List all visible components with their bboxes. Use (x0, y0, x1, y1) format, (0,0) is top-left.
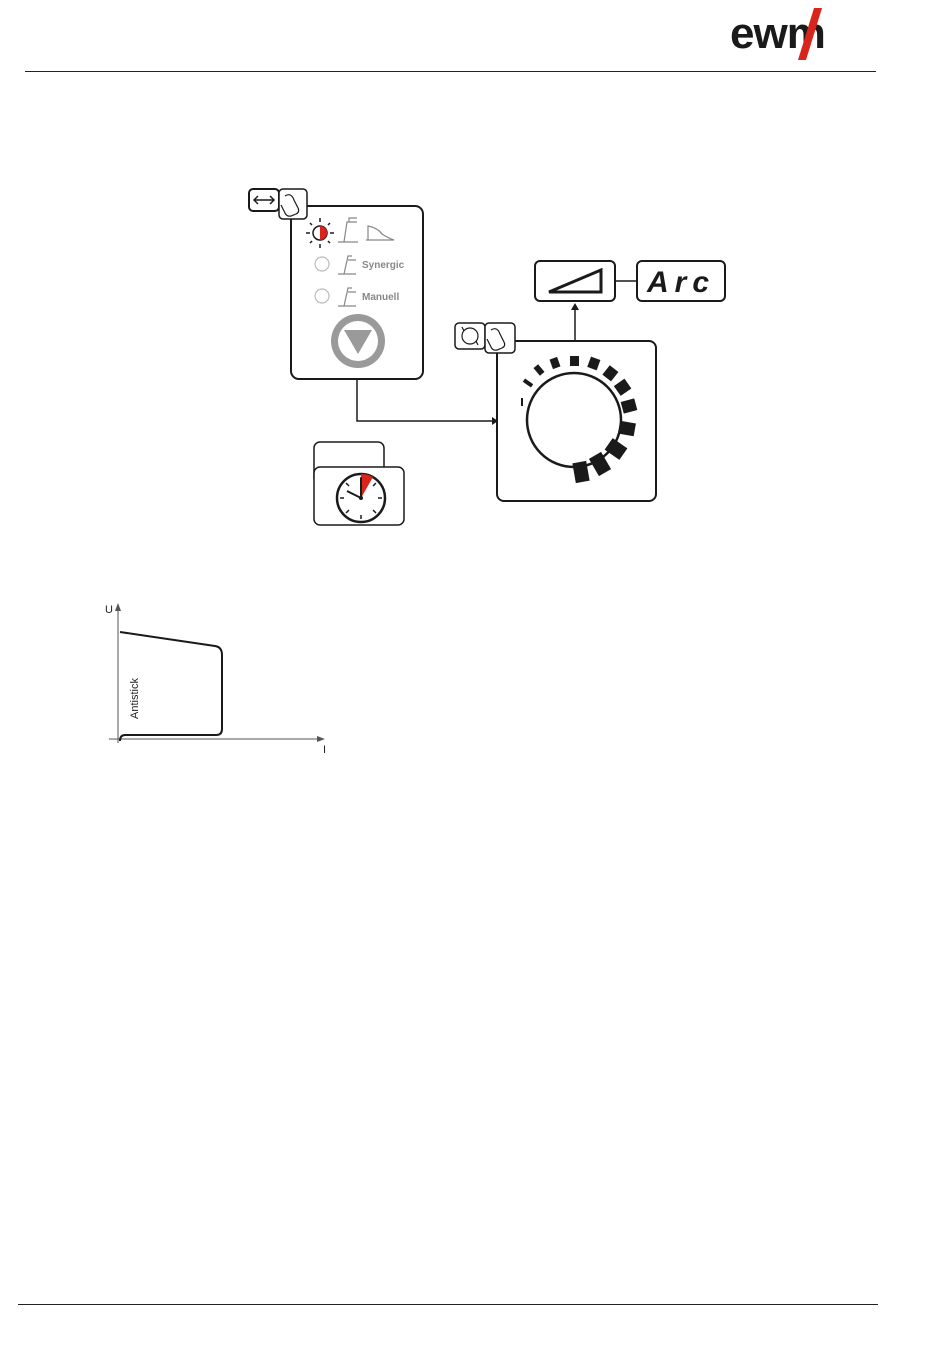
x-axis-arrow (317, 736, 325, 742)
manuell-label: Manuell (362, 292, 399, 303)
x-axis-label: I (323, 744, 326, 756)
operation-diagram: Synergic Manuell (240, 180, 740, 540)
arc-display-text: Arc (646, 266, 715, 299)
rotate-press-icon[interactable] (455, 323, 515, 353)
clock-icon (337, 474, 385, 522)
y-axis-arrow (115, 603, 121, 611)
header-rule (25, 71, 876, 72)
footer-rule (18, 1304, 878, 1305)
antistick-label: Antistick (129, 678, 141, 719)
finger-press-icon (279, 189, 307, 219)
flow-arrow (357, 379, 492, 421)
synergic-led (315, 257, 329, 271)
y-axis-label: U (105, 604, 113, 616)
manuell-led (315, 289, 329, 303)
triangle-down-icon[interactable] (331, 314, 385, 368)
logo-slash-mark (730, 6, 860, 62)
synergic-label: Synergic (362, 260, 405, 271)
double-arrow-icon[interactable] (249, 189, 279, 211)
arrow-head (571, 303, 579, 310)
antistick-graph: U I Antistick (95, 595, 345, 760)
ewm-logo: ewm (730, 6, 860, 62)
rotary-knob[interactable] (527, 373, 621, 467)
